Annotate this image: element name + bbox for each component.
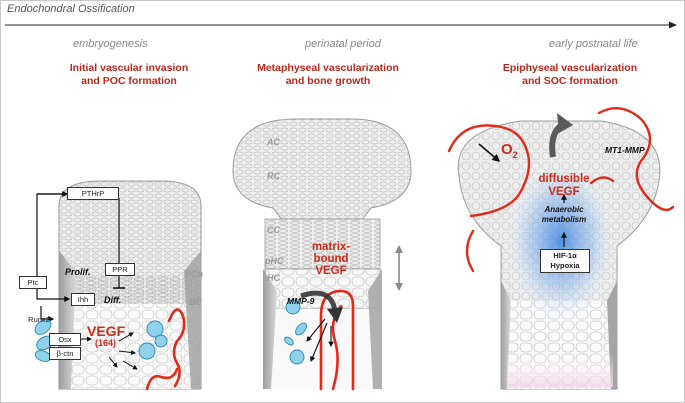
anaerobic-line1: Anaerobic (544, 205, 584, 214)
stage-title-line2: and bone growth (285, 75, 371, 87)
ihh-box: Ihh (71, 293, 95, 306)
stage-label-embryogenesis: embryogenesis (73, 38, 148, 50)
ppr-box: PPR (105, 263, 135, 276)
stage-title-line1: Initial vascular invasion (69, 62, 189, 74)
runx2-label: Runx2 (28, 315, 50, 324)
rc-label: RC (267, 171, 280, 181)
stage-title-line1: Epiphyseal vascularization (502, 62, 638, 74)
osx-box: Osx (49, 333, 81, 346)
anaerobic-metabolism-label: Anaerobic metabolism (529, 205, 599, 225)
oxygen-subscript: 2 (512, 150, 518, 160)
stage-label-postnatal: early postnatal life (549, 38, 638, 50)
timeline-title: Endochondral Ossification (7, 3, 135, 15)
hc-label: HC (267, 273, 280, 283)
curved-arrow-icon (549, 113, 573, 158)
blood-vessel-icon (447, 107, 675, 273)
hif-label: HIF-1α (553, 251, 577, 260)
hif-hypoxia-box: HIF-1α Hypoxia (540, 249, 590, 273)
beta-catenin-box: β-ctn (49, 347, 81, 360)
diff-label: Diff. (104, 295, 122, 305)
stage-label-perinatal: perinatal period (305, 38, 381, 50)
matrix-bound-vegf-label: matrix- bound VEGF (301, 241, 361, 277)
pch-label: PCh (185, 269, 203, 279)
stage-title-line2: and SOC formation (522, 75, 618, 87)
hypoxia-label: Hypoxia (550, 261, 580, 270)
ac-label: AC (267, 137, 280, 147)
vegf-isoform-label: (164) (95, 338, 117, 348)
cc-label: CC (267, 225, 280, 235)
blood-vessel-icon (145, 308, 186, 391)
diffusible-vegf-label: diffusible VEGF (529, 173, 599, 199)
stage-title-postnatal: Epiphyseal vascularization and SOC forma… (485, 62, 655, 88)
vegf-line3: VEGF (315, 265, 347, 277)
oxygen-label: O2 (501, 141, 518, 160)
mt1-mmp-label: MT1-MMP (605, 145, 645, 155)
timeline-arrow-icon (5, 21, 677, 29)
oxygen-symbol: O (501, 141, 513, 158)
prolif-label: Prolif. (65, 267, 91, 277)
pthrp-box: PTHrP (67, 187, 119, 200)
vegf-label: VEGF (87, 323, 126, 339)
vegf-line1: diffusible (538, 173, 590, 185)
stage-title-perinatal: Metaphyseal vascularization and bone gro… (243, 62, 413, 88)
endothelial-cell-icon (34, 319, 168, 362)
stage-title-line2: and POC formation (81, 75, 177, 87)
stage-title-line1: Metaphyseal vascularization (257, 62, 399, 74)
endothelial-cell-icon (284, 299, 307, 365)
vegf-line2: VEGF (548, 186, 580, 198)
panel-perinatal (232, 118, 412, 391)
ptc-box: Ptc (19, 276, 47, 289)
phc-label: pHC (265, 256, 284, 266)
vegf-line1: matrix- (311, 241, 351, 253)
anaerobic-line2: metabolism (541, 215, 587, 224)
stage-title-embryogenesis: Initial vascular invasion and POC format… (49, 62, 209, 88)
panel-embryogenesis (34, 180, 202, 391)
mmp9-label: MMP-9 (287, 296, 315, 306)
vegf-line2: bound (313, 253, 349, 265)
bc-label: BC (189, 297, 202, 307)
